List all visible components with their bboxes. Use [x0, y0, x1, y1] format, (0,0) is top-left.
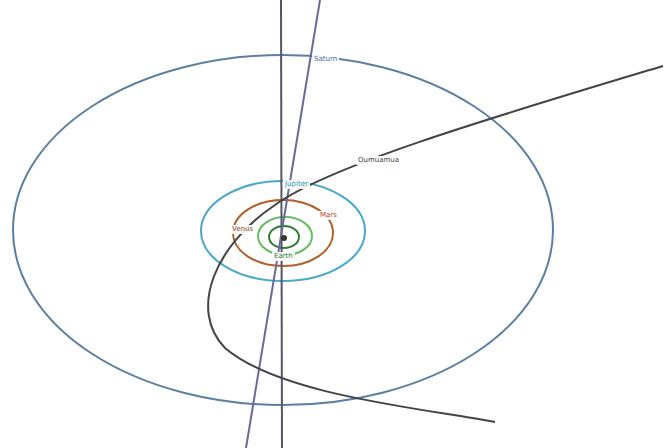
orbit-label: Mars: [318, 211, 339, 220]
orbit-label: Saturn: [312, 55, 339, 64]
axis-line: [281, 0, 282, 448]
orbit-label: Jupiter: [283, 180, 310, 189]
sun-dot: [281, 235, 287, 241]
orbit-label: Earth: [272, 252, 295, 261]
orbit-label: Venus: [230, 225, 255, 234]
cyan-orbit: [201, 181, 365, 281]
green-orbit: [258, 217, 312, 255]
orbit-label: Oumuamua: [356, 156, 401, 165]
trajectory-curve: [208, 66, 663, 422]
inner-orbit: [269, 226, 299, 248]
tilted-axis-line: [246, 0, 320, 448]
